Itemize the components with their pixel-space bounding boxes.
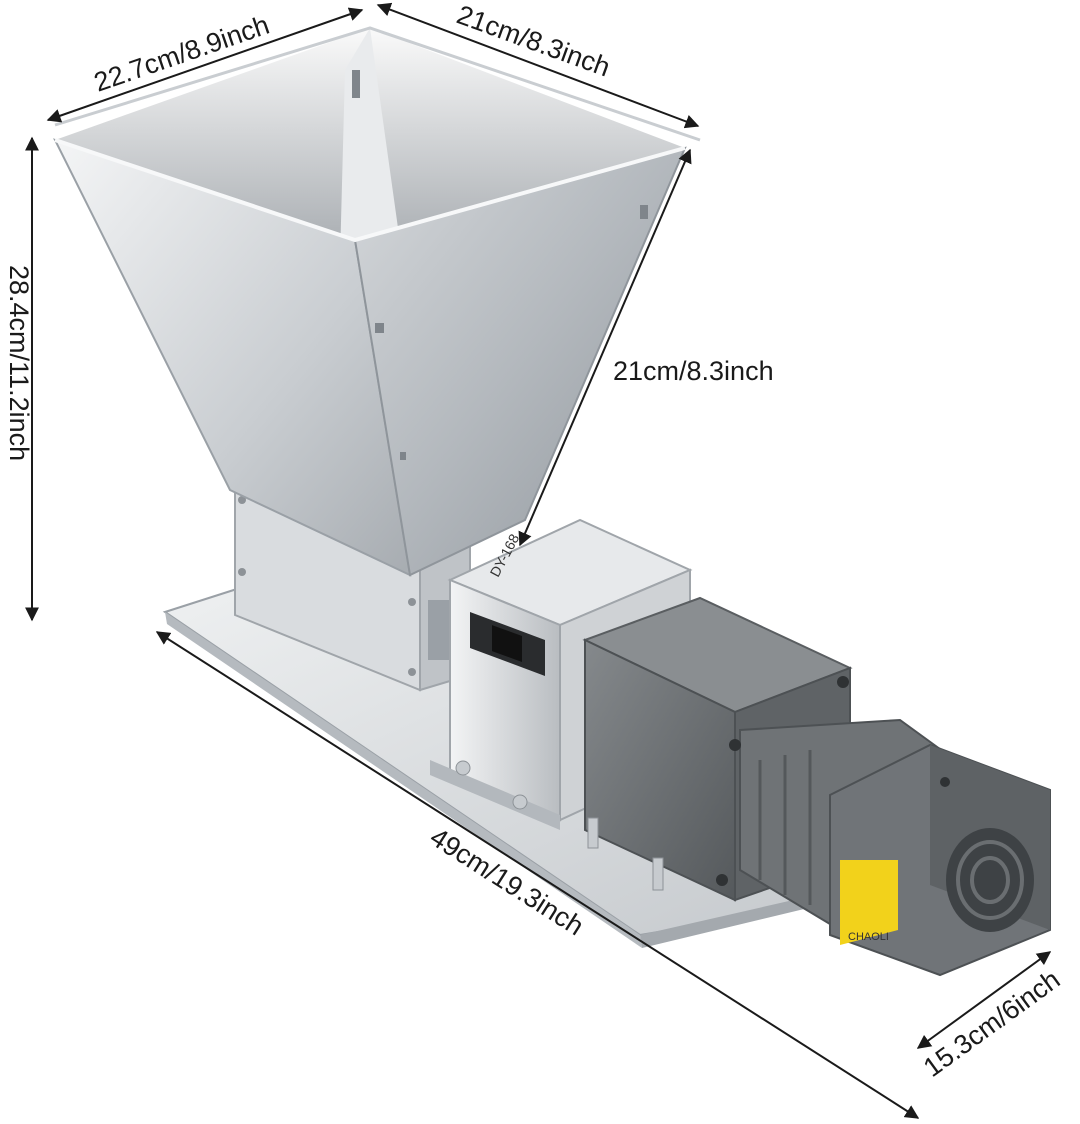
dimension-line-base-length <box>155 631 920 1119</box>
label-motor-width: 15.3cm/6inch <box>918 964 1066 1083</box>
hopper <box>53 26 701 577</box>
label-height: 28.4cm/11.2inch <box>4 265 34 461</box>
dimension-lines <box>25 2 1052 1119</box>
dimension-line-motor-width <box>916 951 1052 1049</box>
label-hopper-side: 21cm/8.3inch <box>613 356 774 386</box>
dimension-line-hopper-side <box>518 148 692 547</box>
dimension-line-hopper-width <box>46 7 364 123</box>
dimension-line-hopper-depth <box>376 2 700 129</box>
motor-brand-label: CHAOLI <box>848 931 889 943</box>
